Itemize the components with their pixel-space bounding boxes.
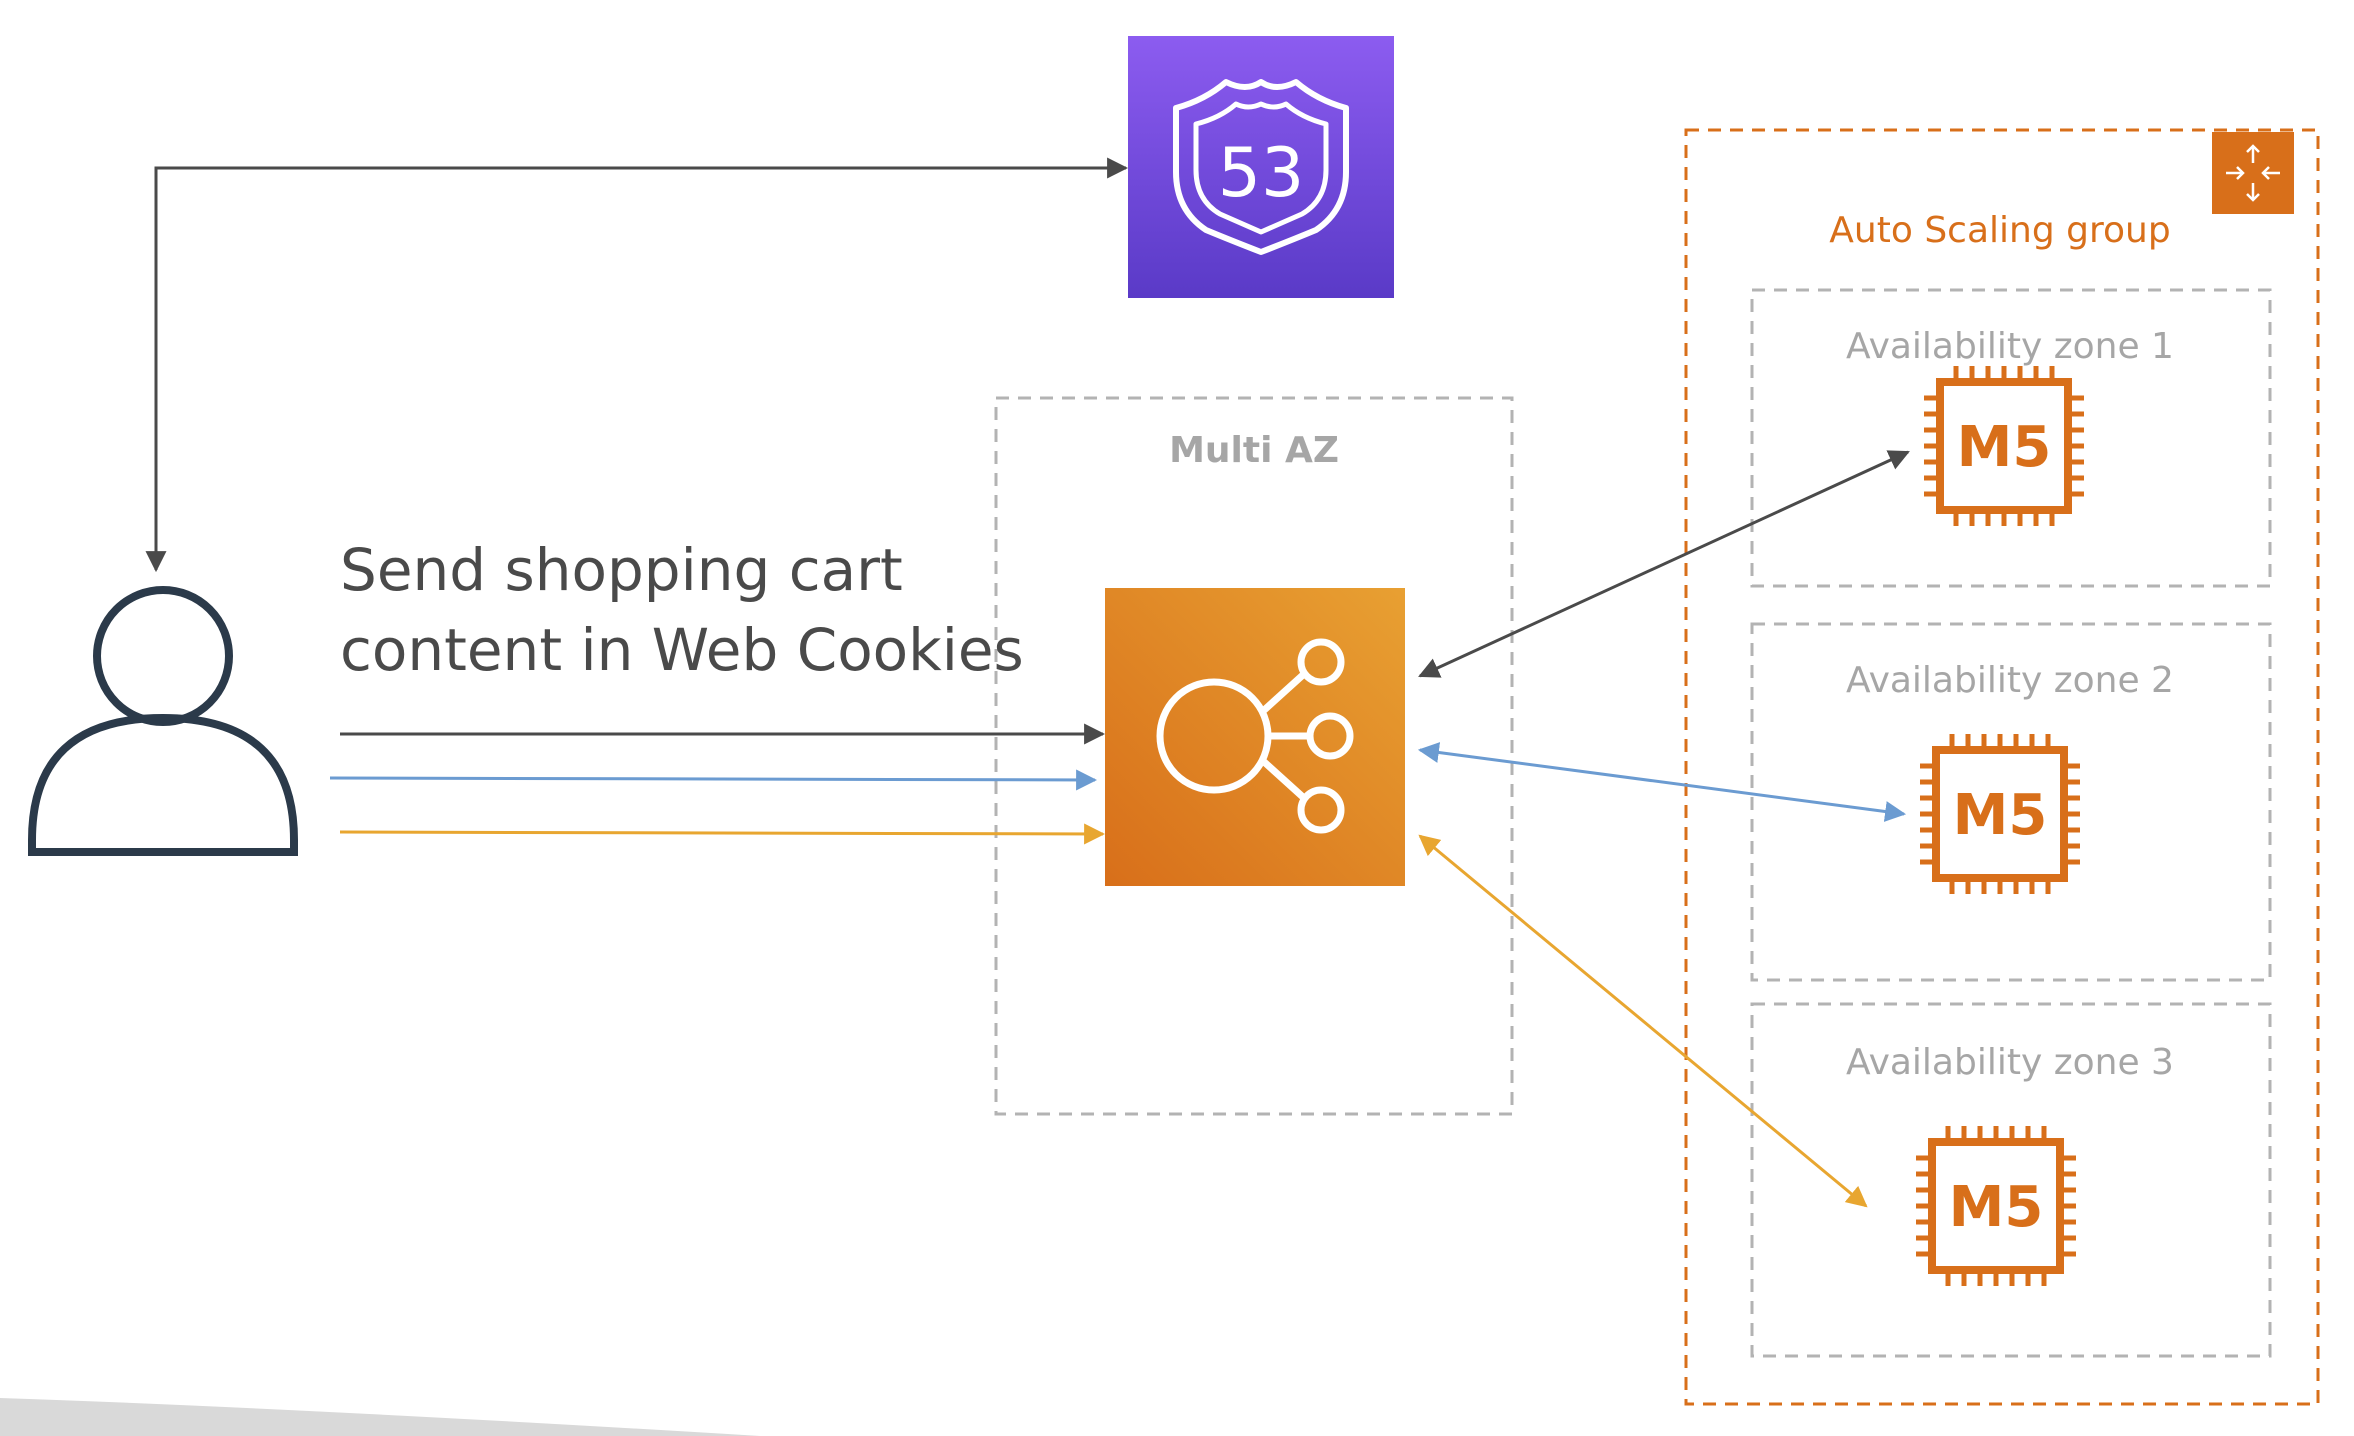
user-route53-arrow	[145, 157, 1129, 573]
availability-zone-2-title: Availability zone 2	[1846, 660, 2174, 701]
multi-az-title: Multi AZ	[1169, 430, 1339, 471]
auto-scaling-arrows-icon	[2212, 132, 2294, 214]
route53-shield-icon: 53	[1128, 36, 1394, 298]
elb-instance-3-arrow	[1418, 834, 1868, 1208]
elb-instance-1-arrow	[1418, 450, 1910, 678]
caption-line-1: Send shopping cart	[340, 536, 903, 604]
ec2-instance-label-2: M5	[1953, 783, 2048, 848]
elb-instance-2-arrow	[1417, 742, 1907, 822]
availability-zone-1-title: Availability zone 1	[1846, 326, 2174, 367]
route53-label: 53	[1218, 134, 1305, 213]
slide-edge-shadow	[0, 1398, 760, 1436]
auto-scaling-group-title: Auto Scaling group	[1829, 210, 2170, 251]
ec2-instance-label-1: M5	[1957, 415, 2052, 480]
elastic-load-balancer-icon	[1105, 588, 1405, 886]
request-arrow-yellow	[339, 823, 1106, 845]
user-icon	[28, 586, 298, 856]
availability-zone-3-title: Availability zone 3	[1846, 1042, 2174, 1083]
availability-zone-1-box	[1750, 288, 2272, 588]
ec2-m5-instance-icon-2: M5	[1920, 734, 2080, 894]
caption-line-2: content in Web Cookies	[340, 616, 1024, 684]
ec2-m5-instance-icon-3: M5	[1916, 1126, 2076, 1286]
ec2-instance-label-3: M5	[1949, 1175, 2044, 1240]
ec2-m5-instance-icon-1: M5	[1924, 366, 2084, 526]
request-arrow-blue	[329, 769, 1098, 791]
